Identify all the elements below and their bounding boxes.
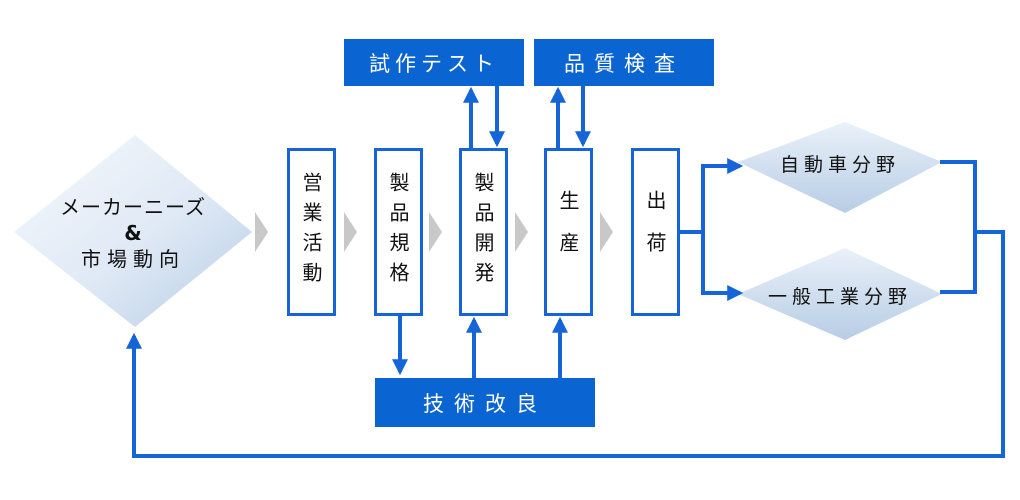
prototype-test-box: 試作テスト xyxy=(344,39,524,86)
automotive-label-wrap: 自動車分野 xyxy=(738,148,942,178)
shipping-connector xyxy=(680,158,744,234)
step-label: 出荷 xyxy=(643,190,667,274)
step-product-spec: 製品規格 xyxy=(374,148,423,316)
field-merge-connector xyxy=(940,160,977,294)
general-industry-label-wrap: 一般工業分野 xyxy=(738,280,942,310)
market-line-3: 市場動向 xyxy=(81,247,185,271)
step-product-development: 製品開発 xyxy=(459,148,508,316)
market-diamond-label: メーカーニーズ & 市場動向 xyxy=(14,193,252,273)
chevron-arrow-icon xyxy=(255,212,268,252)
step-label: 生産 xyxy=(556,190,580,274)
feedback-loop-arrow xyxy=(126,230,1005,458)
prototype-test-label: 試作テスト xyxy=(369,51,499,76)
step-label: 製品開発 xyxy=(471,172,495,292)
step-shipping: 出荷 xyxy=(631,148,680,316)
automotive-label: 自動車分野 xyxy=(779,153,900,176)
quality-inspection-box: 品質検査 xyxy=(534,39,714,86)
step-sales-activity: 営業活動 xyxy=(287,148,336,316)
market-diamond xyxy=(14,135,252,327)
general-industry-diamond xyxy=(738,248,942,340)
automotive-diamond xyxy=(738,122,942,213)
chevron-arrow-icon xyxy=(515,212,528,252)
step-label: 営業活動 xyxy=(299,172,323,292)
quality-inspection-label: 品質検査 xyxy=(564,51,684,76)
chevron-arrow-icon xyxy=(600,212,613,252)
market-line-2: & xyxy=(124,221,142,245)
step-label: 製品規格 xyxy=(386,172,410,292)
shipping-connector xyxy=(701,232,744,301)
market-line-1: メーカーニーズ xyxy=(60,195,206,219)
step-production: 生産 xyxy=(544,148,593,316)
technical-improvement-box: 技術改良 xyxy=(375,378,595,427)
general-industry-label: 一般工業分野 xyxy=(767,285,912,308)
chevron-arrow-icon xyxy=(344,212,357,252)
technical-improvement-label: 技術改良 xyxy=(423,391,547,416)
chevron-arrow-icon xyxy=(429,212,442,252)
